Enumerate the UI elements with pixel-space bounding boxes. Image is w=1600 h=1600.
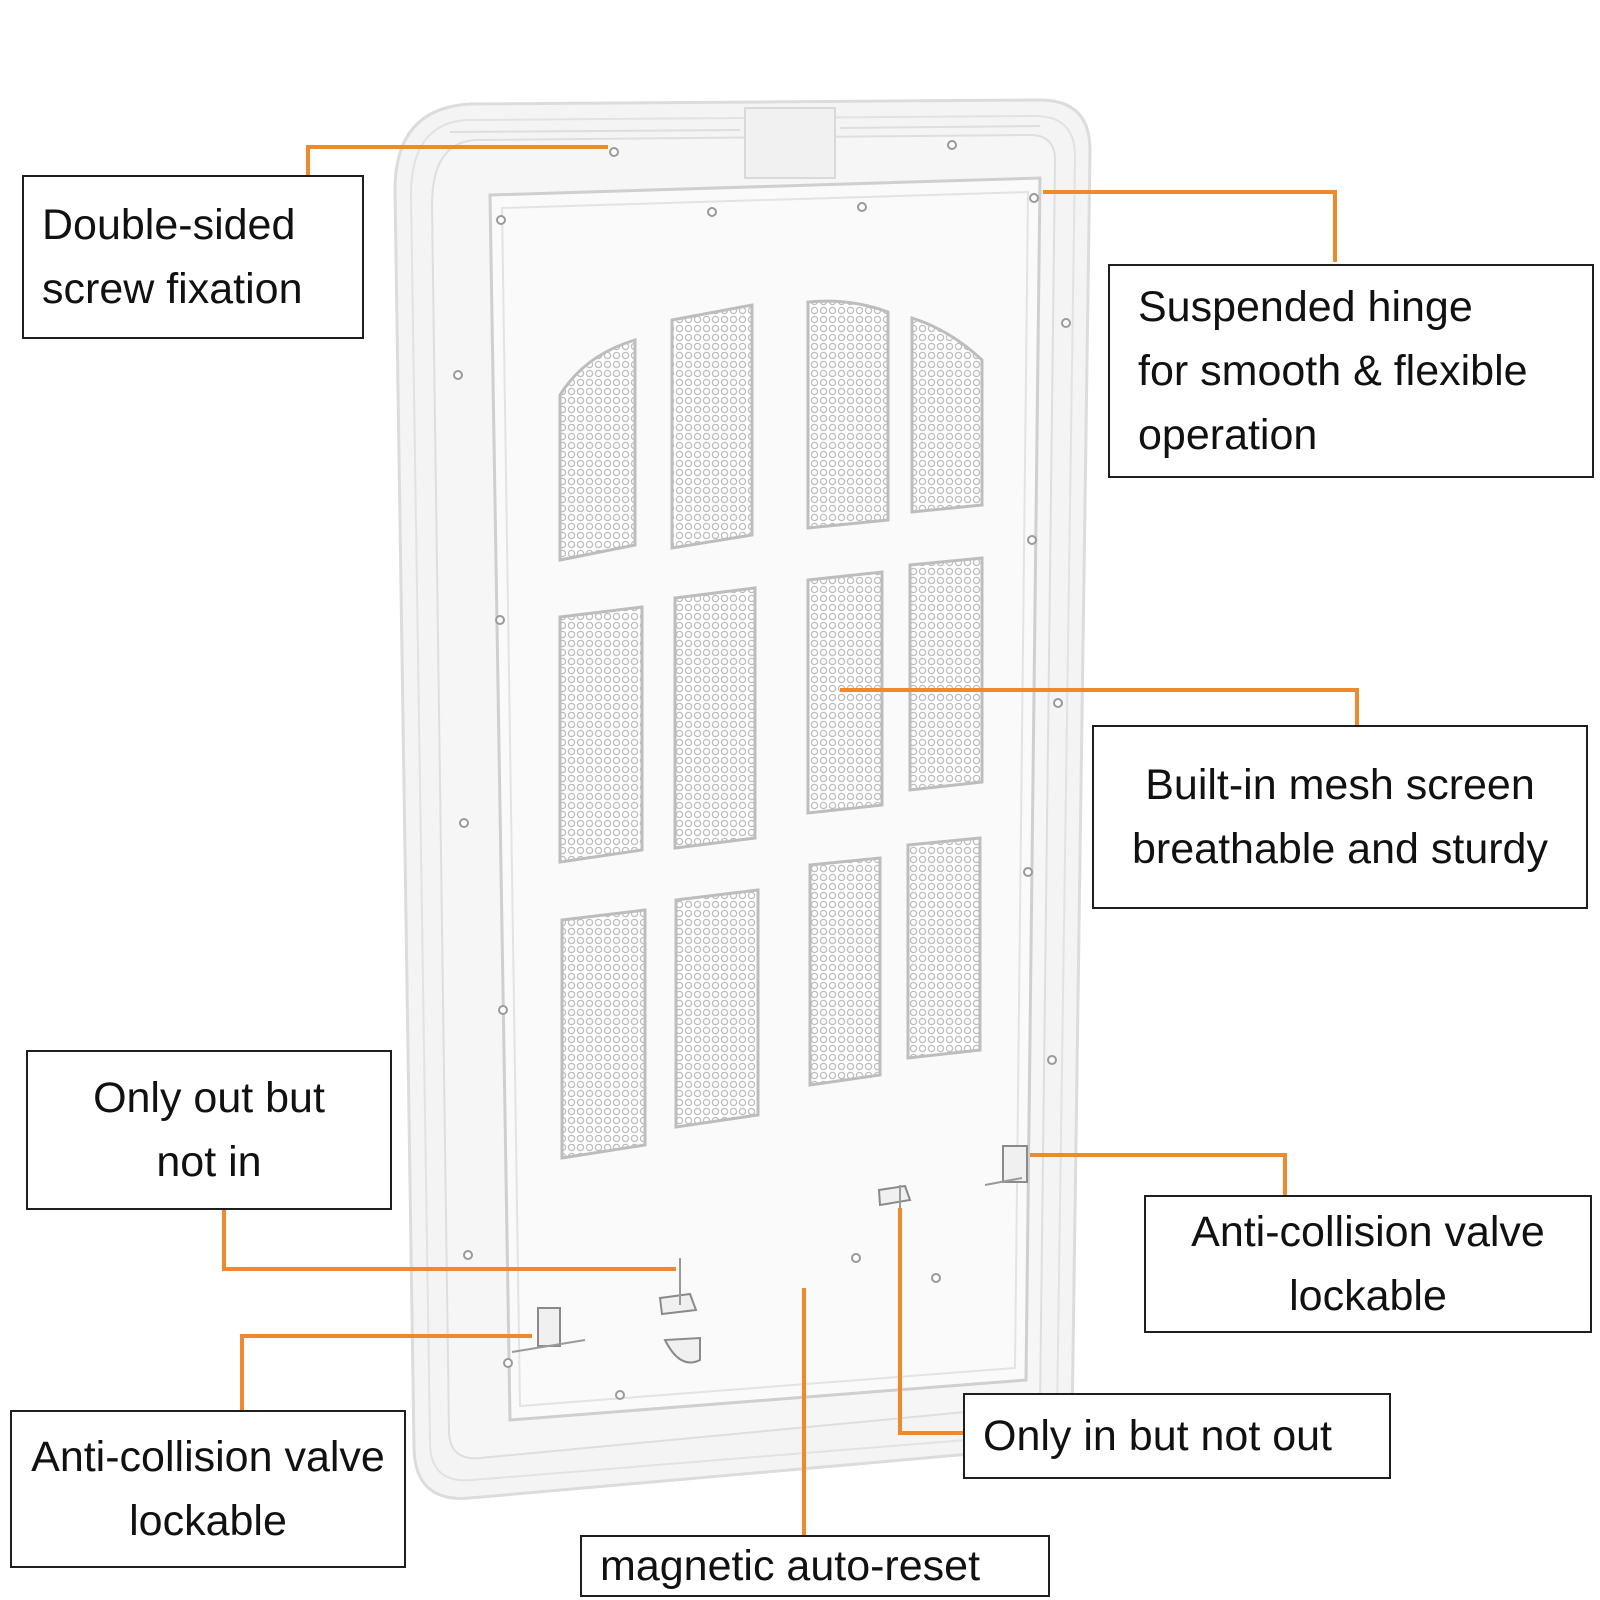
callout-only-in: Only in but not out [963, 1393, 1391, 1479]
callout-line: magnetic auto-reset [600, 1542, 981, 1590]
callout-anti-collision-left: Anti-collision valve lockable [10, 1410, 406, 1568]
callout-screw-fixation: Double-sided screw fixation [22, 175, 364, 339]
top-hinge-block [744, 107, 836, 179]
callout-line: for smooth & flexible [1138, 347, 1528, 395]
callout-line: breathable and sturdy [1132, 825, 1548, 873]
leader-mesh [840, 688, 1359, 725]
callout-only-out: Only out but not in [26, 1050, 392, 1210]
leader-hinge [1043, 190, 1337, 262]
callout-magnetic-auto-reset: magnetic auto-reset [580, 1535, 1050, 1597]
screw-holes [453, 140, 1071, 1400]
callout-line: lockable [1289, 1272, 1447, 1320]
callout-line: Suspended hinge [1138, 283, 1473, 331]
leader-lines [222, 145, 1359, 1535]
callout-mesh-screen: Built-in mesh screen breathable and stur… [1092, 725, 1588, 909]
callout-line: Anti-collision valve [1191, 1208, 1545, 1256]
callout-suspended-hinge: Suspended hinge for smooth & flexible op… [1108, 264, 1594, 478]
leader-screw [306, 145, 608, 175]
latch-valves [537, 1145, 1028, 1364]
mesh-screen [558, 299, 984, 1160]
callout-line: operation [1138, 411, 1318, 459]
callout-line: Double-sided [42, 201, 296, 249]
leader-valve-left [240, 1334, 532, 1410]
leader-valve-right [1030, 1153, 1287, 1195]
callout-line: Anti-collision valve [31, 1433, 385, 1481]
callout-line: lockable [129, 1497, 287, 1545]
callout-line: screw fixation [42, 265, 303, 313]
leader-only-out [222, 1210, 676, 1271]
callout-line: Only out but [93, 1074, 325, 1122]
callout-line: Built-in mesh screen [1145, 761, 1535, 809]
callout-line: Only in but not out [983, 1412, 1332, 1460]
callout-anti-collision-right: Anti-collision valve lockable [1144, 1195, 1592, 1333]
callout-line: not in [156, 1138, 262, 1186]
leader-only-in [898, 1208, 963, 1435]
